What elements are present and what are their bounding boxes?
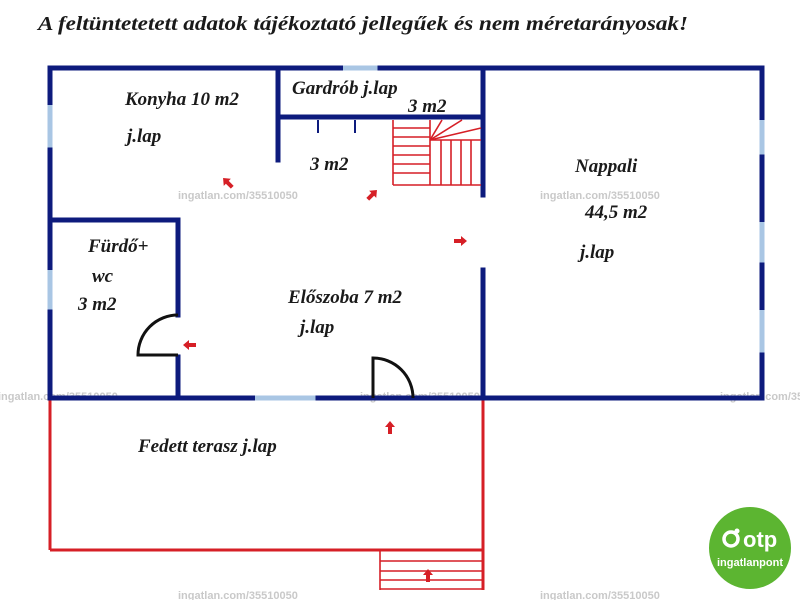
direction-arrows xyxy=(183,178,467,582)
stair-winder xyxy=(429,119,443,141)
hallway-name: Előszoba 7 m2 xyxy=(287,287,403,308)
stair-winder xyxy=(429,127,482,141)
logo-dot-icon xyxy=(734,528,740,534)
arrow-up-icon xyxy=(423,569,433,582)
watermark: ingatlan.com/35510050 xyxy=(540,190,660,202)
living-room-area: 44,5 m2 xyxy=(584,202,648,223)
terrace-outline xyxy=(48,398,485,590)
doors xyxy=(136,313,415,399)
interior-walls xyxy=(47,65,486,401)
hallway-floor: j.lap xyxy=(297,317,334,338)
otp-ingatlanpont-logo: otp ingatlanpont xyxy=(707,505,793,591)
wardrobe-area: 3 m2 xyxy=(407,96,447,117)
kitchen-floor: j.lap xyxy=(124,126,161,147)
watermark: ingatlan.com/35510050 xyxy=(178,190,298,202)
room-labels: Konyha 10 m2 j.lap Gardrób j.lap 3 m2 3 … xyxy=(77,78,648,457)
living-room-name: Nappali xyxy=(574,156,638,177)
watermark: ingatlan.com/35510050 xyxy=(540,590,660,600)
entrance-door xyxy=(371,356,415,399)
bathroom-name: Fürdő+ xyxy=(87,236,148,257)
disclaimer-notice: A feltüntetetett adatok tájékoztató jell… xyxy=(36,13,688,35)
arrow-right-icon xyxy=(454,236,467,246)
staircase xyxy=(392,119,482,186)
arrow-up-icon xyxy=(385,421,395,434)
arrow-up-right-icon xyxy=(366,190,377,201)
kitchen-name: Konyha 10 m2 xyxy=(124,89,240,110)
bathroom-name-line2: wc xyxy=(92,266,114,287)
entrance-steps xyxy=(379,550,483,590)
bathroom-area: 3 m2 xyxy=(77,294,117,315)
living-room-floor: j.lap xyxy=(577,242,614,263)
arrow-up-left-icon xyxy=(223,178,234,189)
arrow-left-icon xyxy=(183,340,196,350)
stair-winder xyxy=(429,119,463,141)
logo-badge xyxy=(707,505,793,591)
logo-subtitle: ingatlanpont xyxy=(717,557,783,569)
wardrobe-name: Gardrób j.lap xyxy=(292,78,398,99)
watermark: ingatlan.com/35510050 xyxy=(178,590,298,600)
logo-brand: otp xyxy=(743,527,777,552)
bathroom-door xyxy=(136,313,179,357)
terrace-name: Fedett terasz j.lap xyxy=(137,436,277,457)
outer-walls xyxy=(47,65,765,401)
storage-area: 3 m2 xyxy=(309,154,349,175)
logo-ring-icon xyxy=(722,530,740,548)
